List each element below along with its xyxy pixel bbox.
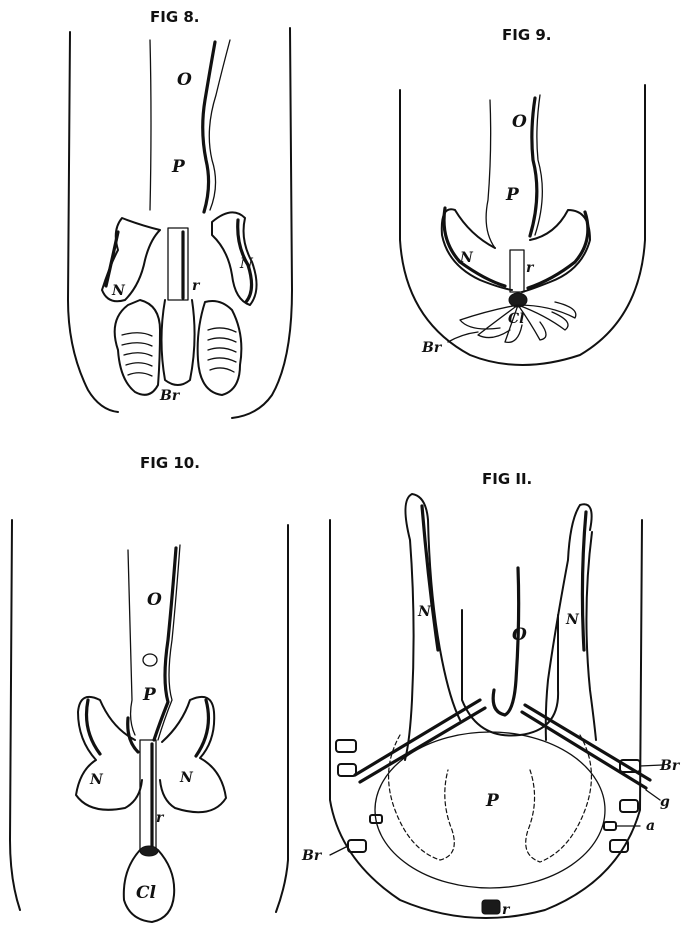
fig11-label-p: P <box>485 791 500 811</box>
fig11-label-br-right: Br <box>659 758 681 774</box>
fig8-label-n-left: N <box>111 283 126 299</box>
fig11-nephridium-left <box>405 494 460 760</box>
fig8-oesophagus-shade <box>203 42 215 212</box>
fig8-label-n-right: N <box>239 256 254 272</box>
fig10-nephridium-right <box>160 697 226 812</box>
fig9-label-cl: Cl <box>508 311 524 327</box>
fig8-label-br: Br <box>159 388 181 404</box>
fig8-gill-left <box>115 300 160 395</box>
fig9-rectum <box>510 250 524 292</box>
fig8-gill-mid <box>162 300 195 385</box>
fig9-label-o: O <box>512 112 527 132</box>
fig11-label-n-right: N <box>565 612 580 628</box>
fig9-label-n: N <box>459 250 474 266</box>
fig9-label-p: P <box>505 185 520 205</box>
fig9-oesophagus-shade <box>530 98 537 236</box>
fig9-nephridia-shade <box>444 208 588 288</box>
figure-11: FIG II. O P N N Br B <box>301 470 681 918</box>
fig11-label-n-left: N <box>417 604 432 620</box>
fig11-label-a: a <box>646 818 655 834</box>
fig8-title: FIG 8. <box>150 8 200 26</box>
fig8-label-p: P <box>171 157 186 177</box>
fig10-oesophagus <box>128 545 180 740</box>
fig8-gill-lamellae <box>122 328 236 376</box>
fig10-label-o: O <box>147 590 162 610</box>
fig11-rod-left <box>355 700 485 782</box>
fig10-cloaca-opening <box>140 846 158 856</box>
fig10-oesophagus-shade <box>154 548 176 740</box>
fig8-label-r: r <box>192 278 201 294</box>
fig11-label-o: O <box>512 625 527 645</box>
fig10-label-cl: Cl <box>136 883 157 903</box>
fig9-label-r: r <box>526 260 535 276</box>
fig11-rod-right <box>522 705 650 788</box>
fig8-oesophagus <box>150 40 230 210</box>
figure-10: FIG 10. O P N N r Cl <box>10 454 288 922</box>
fig10-label-r: r <box>156 810 165 826</box>
fig11-title: FIG II. <box>482 470 532 488</box>
fig9-br-leader <box>448 332 478 342</box>
fig8-label-o: O <box>177 70 192 90</box>
fig8-nephridium-shade <box>106 220 252 302</box>
fig9-label-br: Br <box>421 340 443 356</box>
fig10-label-n-left: N <box>89 772 104 788</box>
fig10-label-n-right: N <box>179 770 194 786</box>
figure-8: FIG 8. O P N N r Br <box>68 8 292 418</box>
fig11-nephridium-shade <box>422 506 586 650</box>
fig11-body-outline <box>330 520 642 918</box>
figure-9: FIG 9. O P N r Cl Br <box>400 26 645 365</box>
fig8-rectum <box>168 228 188 300</box>
fig10-spot <box>143 654 157 666</box>
fig10-rectum <box>140 740 156 850</box>
fig10-title: FIG 10. <box>140 454 200 472</box>
fig11-label-r: r <box>502 902 511 918</box>
fig11-label-br-left: Br <box>301 848 323 864</box>
fig11-anus <box>482 900 500 914</box>
fig11-label-g: g <box>660 794 670 810</box>
fig9-title: FIG 9. <box>502 26 552 44</box>
fig10-label-p: P <box>142 685 157 705</box>
